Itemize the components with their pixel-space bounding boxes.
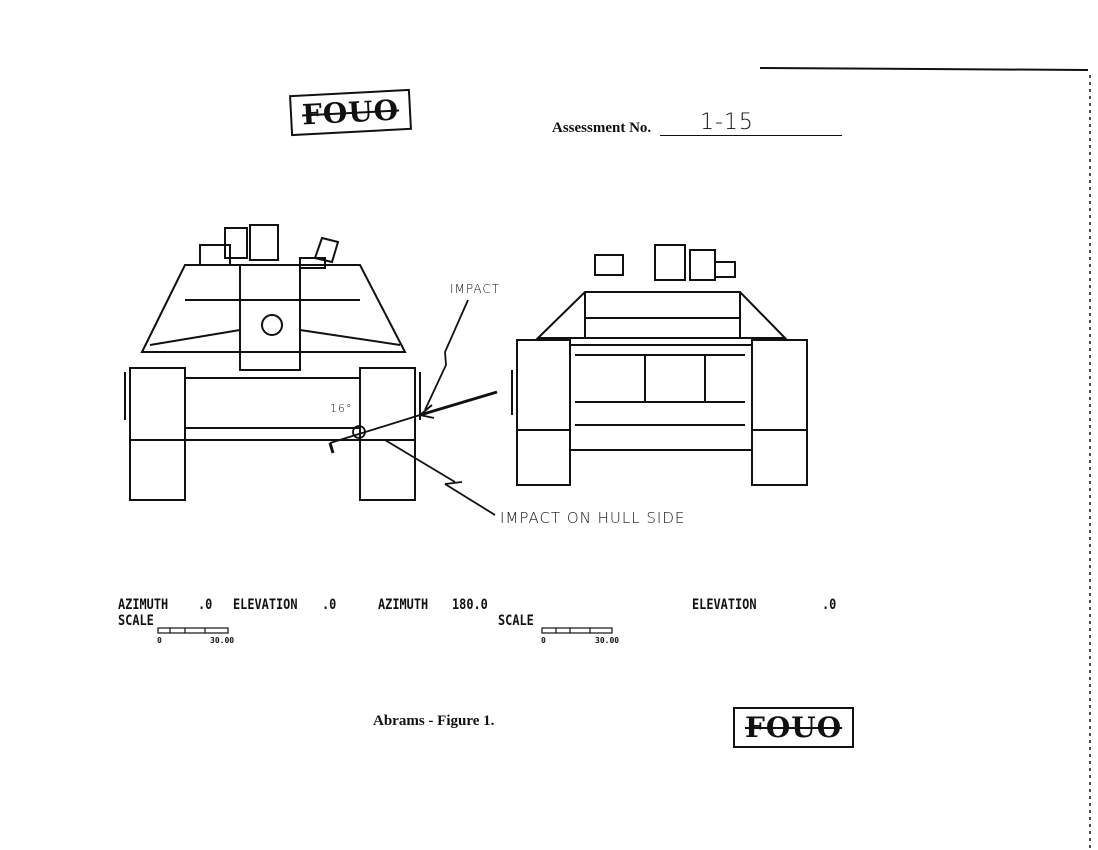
elevation-label-left: ELEVATION <box>233 597 298 613</box>
fouo-stamp-top: FOUO <box>289 88 413 137</box>
scale-max-right: 30.00 <box>595 636 620 645</box>
impact-hull-side-label: IMPACT ON HULL SIDE <box>500 509 686 527</box>
elevation-label-right: ELEVATION <box>692 597 757 613</box>
azimuth-label-left: AZIMUTH <box>118 597 169 613</box>
elevation-value-left: .0 <box>322 597 337 613</box>
scale-bar-left <box>157 627 229 634</box>
azimuth-label-right: AZIMUTH <box>378 597 429 613</box>
tank-front-view <box>124 224 421 501</box>
impact-markings <box>328 299 498 516</box>
azimuth-value-left: .0 <box>198 597 213 613</box>
assessment-number: 1-15 <box>660 110 842 136</box>
scale-max-left: 30.00 <box>210 636 235 645</box>
scale-label-left: SCALE <box>118 613 154 629</box>
elevation-value-right: .0 <box>822 597 837 613</box>
fouo-stamp-bottom: FOUO <box>733 707 855 748</box>
scale-label-right: SCALE <box>498 613 534 629</box>
scan-edge-top <box>759 67 1089 71</box>
scale-bar-right <box>541 627 613 634</box>
scale-min-left: 0 <box>157 636 162 645</box>
scale-min-right: 0 <box>541 636 546 645</box>
impact-label: IMPACT <box>450 282 501 296</box>
figure-caption: Abrams - Figure 1. <box>373 713 495 729</box>
tank-rear-view <box>511 244 808 486</box>
impact-angle-label: 16° <box>330 402 353 415</box>
azimuth-value-right: 180.0 <box>452 597 488 613</box>
assessment-label: Assessment No. <box>552 120 652 136</box>
